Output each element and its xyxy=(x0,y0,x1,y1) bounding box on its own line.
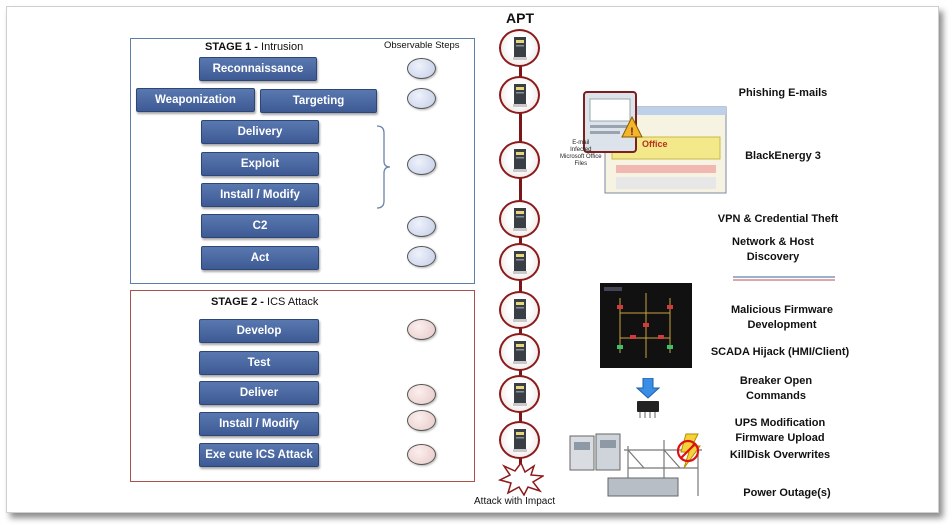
svg-text:Office: Office xyxy=(642,139,668,149)
label-network-host-discovery: Network & Host Discovery xyxy=(732,236,814,263)
step-exploit: Exploit xyxy=(201,152,319,176)
observable-oval xyxy=(407,154,436,175)
chain-node xyxy=(499,333,540,371)
chain-title: APT xyxy=(506,10,534,26)
computer-tower-icon xyxy=(512,299,527,322)
firmware-chip-icon xyxy=(635,378,661,418)
computer-tower-icon xyxy=(512,208,527,231)
computer-tower-icon xyxy=(512,429,527,452)
substation-ups-illustration xyxy=(569,433,702,497)
label-vpn-credential-theft: VPN & Credential Theft xyxy=(717,213,839,225)
chain-node xyxy=(499,375,540,413)
email-note: E-mail Infected Microsoft Office Files xyxy=(560,140,602,167)
step-install-modify-ics: Install / Modify xyxy=(199,412,319,436)
chain-node xyxy=(499,243,540,281)
step-reconnaissance: Reconnaissance xyxy=(199,57,317,81)
phishing-email-illustration: ! Office xyxy=(583,91,727,194)
observable-oval xyxy=(407,384,436,405)
chain-node xyxy=(499,421,540,459)
chain-node xyxy=(499,291,540,329)
impact-label: Attack with Impact xyxy=(474,496,556,507)
chain-node xyxy=(499,76,540,114)
step-act: Act xyxy=(201,246,319,270)
step-install-modify: Install / Modify xyxy=(201,183,319,207)
observable-oval xyxy=(407,319,436,340)
computer-tower-icon xyxy=(512,37,527,60)
chain-node xyxy=(499,200,540,238)
observable-oval xyxy=(407,444,436,465)
scada-hmi-screen xyxy=(600,283,692,368)
label-phishing-emails: Phishing E-mails xyxy=(738,87,828,99)
chain-node xyxy=(499,29,540,67)
label-blackenergy3: BlackEnergy 3 xyxy=(745,150,821,162)
step-execute-ics-attack: Exe cute ICS Attack xyxy=(199,443,319,467)
computer-tower-icon xyxy=(512,251,527,274)
step-c2: C2 xyxy=(201,214,319,238)
label-breaker-open-commands: Breaker Open Commands xyxy=(739,375,813,402)
separator-lines xyxy=(733,276,835,281)
computer-tower-icon xyxy=(512,84,527,107)
label-ups-firmware-killdisk: UPS Modification Firmware Upload KillDis… xyxy=(729,417,831,461)
observable-oval xyxy=(407,58,436,79)
step-develop: Develop xyxy=(199,319,319,343)
observable-steps-title: Observable Steps xyxy=(384,40,460,51)
chain-node xyxy=(499,141,540,179)
step-targeting: Targeting xyxy=(260,89,377,113)
step-test: Test xyxy=(199,351,319,375)
svg-text:!: ! xyxy=(630,126,634,138)
stage2-title: STAGE 2 - ICS Attack xyxy=(211,296,319,308)
stage1-title: STAGE 1 - Intrusion xyxy=(205,41,304,53)
grouping-brace xyxy=(376,125,391,209)
explosion-icon xyxy=(498,462,544,496)
step-deliver: Deliver xyxy=(199,381,319,405)
label-scada-hijack: SCADA Hijack (HMI/Client) xyxy=(710,346,850,358)
label-malicious-firmware: Malicious Firmware Development xyxy=(730,304,834,331)
computer-tower-icon xyxy=(512,341,527,364)
observable-oval xyxy=(407,216,436,237)
computer-tower-icon xyxy=(512,383,527,406)
label-power-outage: Power Outage(s) xyxy=(743,487,831,499)
step-weaponization: Weaponization xyxy=(136,88,255,112)
computer-tower-icon xyxy=(512,149,527,172)
step-delivery: Delivery xyxy=(201,120,319,144)
observable-oval xyxy=(407,88,436,109)
observable-oval xyxy=(407,410,436,431)
observable-oval xyxy=(407,246,436,267)
